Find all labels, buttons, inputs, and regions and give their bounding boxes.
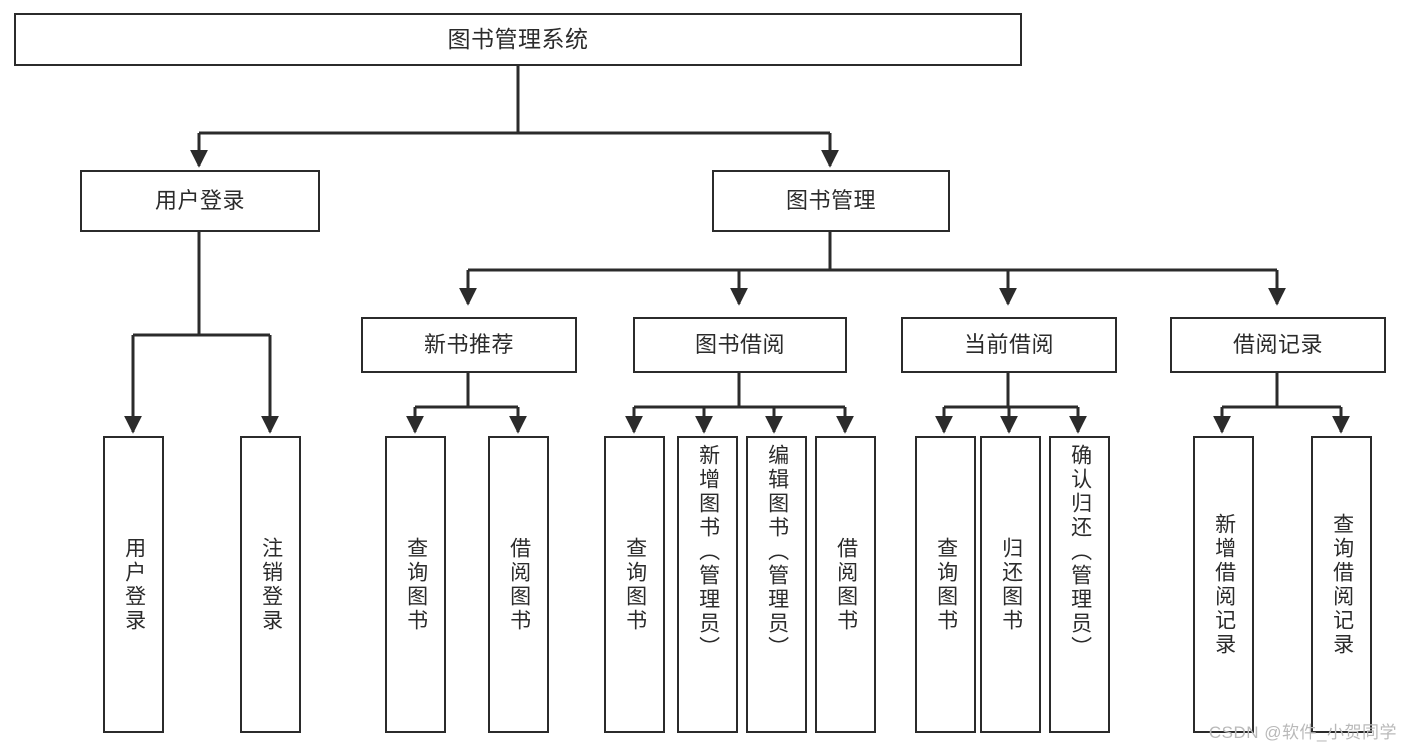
leaf-label: 新增借阅记录 [1212,512,1236,657]
node-label: 新书推荐 [423,332,514,358]
leaf-book-borrow-query-book[interactable]: 查询图书 [604,436,665,733]
node-label: 图书管理 [785,188,876,214]
leaf-borrow-record-add-record[interactable]: 新增借阅记录 [1193,436,1254,733]
csdn-watermark: CSDN @软件_小贺同学 [1208,723,1397,742]
node-book-management[interactable]: 图书管理 [712,170,950,232]
node-book-borrow[interactable]: 图书借阅 [633,317,847,373]
leaf-label: 确认归还（管理员） [1068,444,1092,660]
leaf-label: 查询借阅记录 [1330,512,1354,657]
leaf-label: 借阅图书 [507,536,531,633]
leaf-label: 用户登录 [122,536,146,633]
leaf-user-login-login[interactable]: 用户登录 [103,436,164,733]
leaf-label: 查询图书 [404,536,428,633]
leaf-current-borrow-confirm-return[interactable]: 确认归还（管理员） [1049,436,1110,733]
leaf-user-login-logout[interactable]: 注销登录 [240,436,301,733]
leaf-label: 编辑图书（管理员） [765,444,789,660]
leaf-book-borrow-borrow-book[interactable]: 借阅图书 [815,436,876,733]
node-label: 用户登录 [154,188,245,214]
leaf-label: 借阅图书 [834,536,858,633]
node-label: 借阅记录 [1232,332,1323,358]
node-new-book-recommend[interactable]: 新书推荐 [361,317,577,373]
node-label: 图书管理系统 [447,26,589,53]
node-root-book-management-system[interactable]: 图书管理系统 [14,13,1022,66]
leaf-new-book-query-book[interactable]: 查询图书 [385,436,446,733]
node-borrow-record[interactable]: 借阅记录 [1170,317,1386,373]
leaf-current-borrow-query-book[interactable]: 查询图书 [915,436,976,733]
leaf-book-borrow-add-book[interactable]: 新增图书（管理员） [677,436,738,733]
leaf-label: 新增图书（管理员） [696,444,720,660]
leaf-label: 注销登录 [259,536,283,633]
node-label: 当前借阅 [963,332,1054,358]
node-label: 图书借阅 [694,332,785,358]
leaf-current-borrow-return-book[interactable]: 归还图书 [980,436,1041,733]
leaf-label: 查询图书 [623,536,647,633]
node-current-borrow[interactable]: 当前借阅 [901,317,1117,373]
node-user-login[interactable]: 用户登录 [80,170,320,232]
leaf-borrow-record-query-record[interactable]: 查询借阅记录 [1311,436,1372,733]
leaf-label: 查询图书 [934,536,958,633]
leaf-book-borrow-edit-book[interactable]: 编辑图书（管理员） [746,436,807,733]
leaf-new-book-borrow-book[interactable]: 借阅图书 [488,436,549,733]
leaf-label: 归还图书 [999,536,1023,633]
